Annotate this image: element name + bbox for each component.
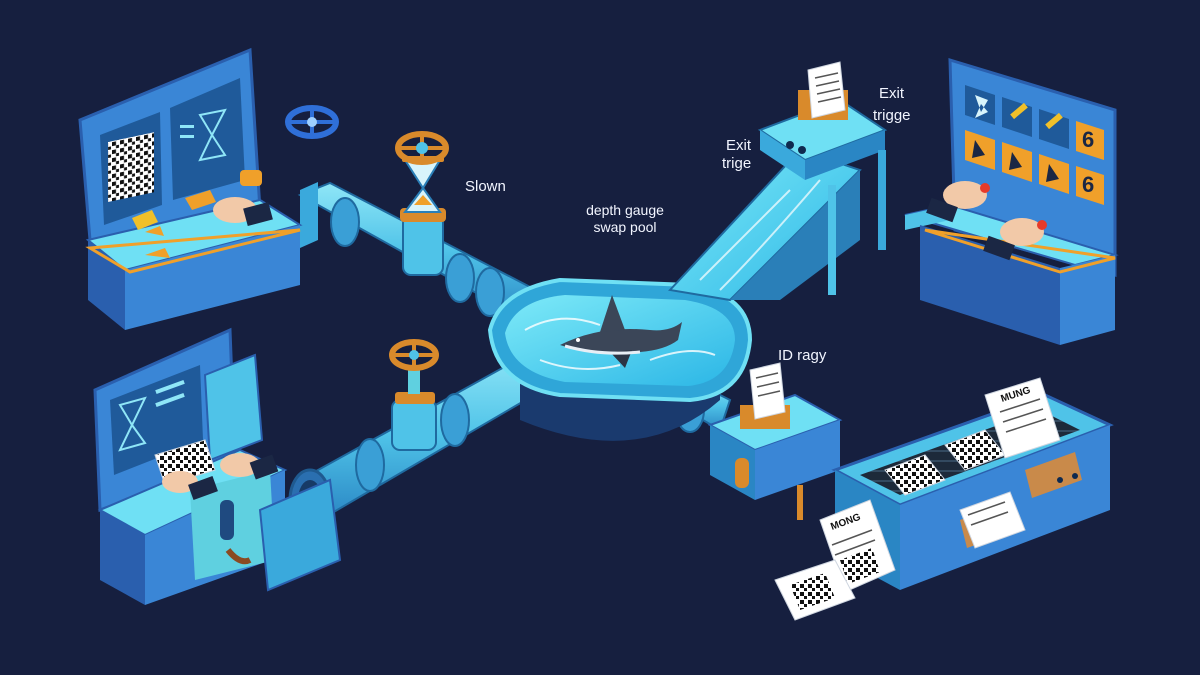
diagram-labels: Slown depth gauge swap pool Exit trigge … xyxy=(465,85,911,364)
exit-trigger-label-upper-2: trigge xyxy=(873,107,911,124)
top-right-panel: 6 6 xyxy=(904,57,1119,345)
upper-valve xyxy=(395,131,449,276)
hand-icon xyxy=(213,197,273,227)
swap-pool xyxy=(487,277,753,441)
exit-trigger-label-lower-2: trige xyxy=(722,155,751,172)
panel-digit: 6 xyxy=(1082,127,1094,152)
hourglass-icon xyxy=(118,396,147,452)
qr-code-icon xyxy=(108,132,154,203)
bottom-left-console xyxy=(93,327,342,605)
receipt-icon xyxy=(959,491,1026,549)
shark-icon xyxy=(560,295,682,368)
valve-wheel-icon xyxy=(389,339,439,371)
valve-wheel-icon xyxy=(285,105,339,139)
receipt-icon xyxy=(749,362,786,420)
pool-label-line1: depth gauge xyxy=(586,202,664,218)
hand-icon xyxy=(926,181,1047,261)
conveyor-sorter: MUNG MONG xyxy=(774,377,1114,621)
panel-buttons: 6 6 xyxy=(965,85,1104,205)
hourglass-icon xyxy=(198,108,227,162)
receipt-icon xyxy=(807,61,846,119)
pool-label-line2: swap pool xyxy=(593,219,656,235)
hand-icon xyxy=(162,453,279,500)
exit-trigger-station xyxy=(757,61,888,295)
id-registry-label: ID ragy xyxy=(778,347,827,364)
lower-valve xyxy=(389,339,439,451)
top-left-console xyxy=(78,47,303,330)
receipt-icon xyxy=(774,559,856,621)
slow-label: Slown xyxy=(465,178,506,195)
water-chute xyxy=(668,148,862,302)
exit-trigger-label-upper-1: Exit xyxy=(879,85,905,102)
exit-trigger-label-lower-1: Exit xyxy=(726,137,752,154)
valve-wheel-icon xyxy=(395,131,449,165)
qr-code-icon xyxy=(884,429,1006,496)
panel-digit: 6 xyxy=(1082,172,1094,197)
receipt-icon: MUNG xyxy=(984,377,1061,459)
id-registry-printer xyxy=(707,362,843,520)
